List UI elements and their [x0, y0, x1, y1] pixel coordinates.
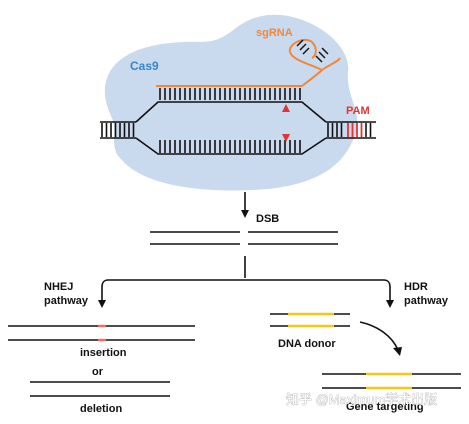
- deletion-dna: [30, 381, 170, 397]
- insertion-dna: [8, 325, 195, 341]
- donor-integration-arrowhead: [393, 347, 402, 356]
- cleavage-arrow-top: [282, 104, 290, 112]
- left-duplex-teeth: [101, 123, 135, 137]
- hdr-label-line1: HDR: [404, 281, 428, 293]
- cleavage-arrow-bottom: [282, 134, 290, 142]
- dsb-arrow: [241, 192, 249, 218]
- nhej-arrowhead: [98, 300, 106, 308]
- target-strand-teeth: [159, 140, 301, 153]
- right-duplex-teeth: [327, 123, 372, 137]
- nhej-label-line2: pathway: [44, 295, 89, 307]
- pam-teeth: [347, 123, 363, 137]
- watermark-text: 知乎 @Maximum学术出版: [286, 392, 437, 407]
- dsb-label: DSB: [256, 213, 279, 225]
- nhej-label-line1: NHEJ: [44, 281, 73, 293]
- pam-label: PAM: [346, 105, 370, 117]
- insertion-label: insertion: [80, 347, 127, 359]
- donor-integration-arrow: [359, 321, 399, 351]
- broken-dna: [150, 231, 338, 245]
- dna-donor-label: DNA donor: [278, 338, 336, 350]
- sgrna-label: sgRNA: [256, 27, 293, 39]
- pathway-branch: [101, 256, 391, 302]
- gene-targeting-dna: [322, 372, 461, 390]
- sgrna-teeth: [296, 39, 329, 63]
- hdr-label-line2: pathway: [404, 295, 449, 307]
- hdr-arrowhead: [386, 300, 394, 308]
- rna-dna-pairing-teeth: [159, 88, 301, 100]
- or-label: or: [92, 366, 104, 378]
- dna-donor: [270, 312, 350, 328]
- cas9-label: Cas9: [130, 59, 159, 73]
- gene-targeting-label: Gene targeting: [346, 401, 424, 413]
- deletion-label: deletion: [80, 403, 122, 415]
- dna-bubble: [100, 101, 376, 155]
- sgrna-strand: [156, 38, 341, 87]
- insertion-mark: [98, 324, 106, 342]
